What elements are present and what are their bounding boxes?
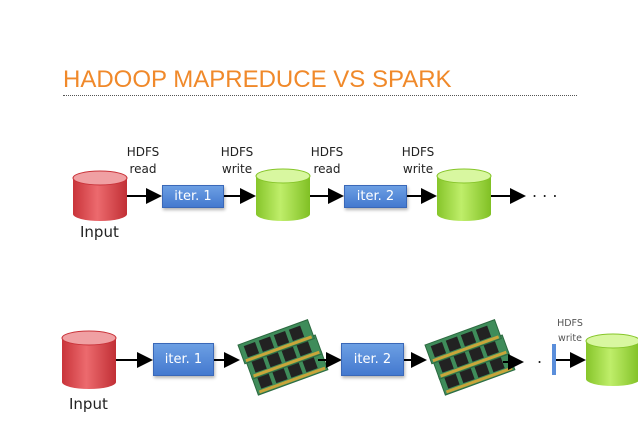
label-line: HDFS xyxy=(310,145,344,159)
memory-ram-1 xyxy=(237,319,329,396)
ellipsis: . . . xyxy=(532,182,558,201)
label-line: read xyxy=(313,162,341,176)
hdfs-disk-1 xyxy=(255,168,311,221)
hdfs-write-label: HDFS write xyxy=(207,144,267,178)
label-line: HDFS xyxy=(220,145,254,159)
memory-ram-2 xyxy=(424,319,516,396)
ellipsis: . xyxy=(537,348,543,367)
hdfs-write-label: HDFS write xyxy=(540,316,600,346)
slide-title: HADOOP MAPREDUCE VS SPARK xyxy=(63,66,452,93)
iteration-2-box: iter. 2 xyxy=(341,343,404,376)
label-line: write xyxy=(558,333,582,344)
write-bar xyxy=(552,344,556,375)
hdfs-disk-2 xyxy=(436,168,492,221)
label-line: read xyxy=(129,162,157,176)
label-line: HDFS xyxy=(126,145,160,159)
label-line: write xyxy=(402,162,434,176)
label-line: write xyxy=(221,162,253,176)
label-line: HDFS xyxy=(557,318,583,329)
input-disk-spark xyxy=(61,330,117,389)
label-line: HDFS xyxy=(401,145,435,159)
iteration-1-box: iter. 1 xyxy=(153,343,214,376)
hdfs-read-label: HDFS read xyxy=(113,144,173,178)
input-disk-mapreduce xyxy=(72,170,128,221)
input-label: Input xyxy=(80,223,119,241)
hdfs-disk-spark xyxy=(585,333,638,386)
title-divider xyxy=(63,95,577,96)
hdfs-write-label: HDFS write xyxy=(388,144,448,178)
hdfs-read-label: HDFS read xyxy=(297,144,357,178)
iteration-1-box: iter. 1 xyxy=(162,185,224,208)
input-label: Input xyxy=(69,395,108,413)
iteration-2-box: iter. 2 xyxy=(344,185,407,208)
